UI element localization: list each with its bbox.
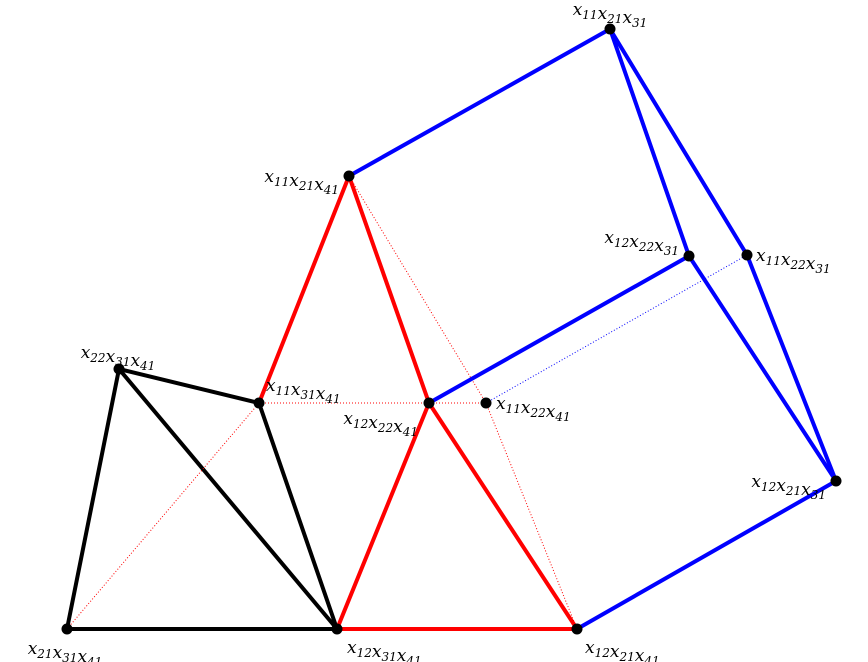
vertex-x22x31x41	[113, 363, 125, 375]
vertex-x11x21x41	[343, 170, 355, 182]
edge-x11x21x41-x11x21x31	[347, 27, 612, 178]
edge-x22x31x41-x11x31x41	[117, 367, 261, 405]
labels-layer: x11x21x31 x11x21x41 x12x22x31 x11x22x31 x22x…	[28, 0, 831, 662]
edge-x12x22x41-x12x21x41	[427, 401, 579, 631]
edge-x11x21x41-x11x22x41	[348, 175, 487, 404]
vertex-label-x11x21x41: x11x21x41	[264, 167, 339, 197]
vertex-label-x11x31x41: x11x31x41	[266, 376, 341, 406]
edge-x12x22x41-x12x31x41	[335, 401, 431, 631]
vertex-x12x21x41	[571, 623, 583, 635]
edge-x11x22x41-x12x21x41	[485, 402, 578, 630]
edge-x11x31x41-x11x21x41	[257, 174, 351, 405]
vertex-x12x21x31	[830, 475, 842, 487]
vertex-x12x22x31	[683, 250, 695, 262]
edge-x22x31x41-x21x31x41	[65, 367, 121, 631]
vertex-label-x11x22x41: x11x22x41	[496, 394, 571, 424]
vertex-label-x11x21x31: x11x21x31	[573, 0, 648, 30]
edges-layer	[65, 27, 838, 631]
vertex-x11x22x31	[741, 249, 753, 261]
edge-x11x31x41-x12x31x41	[257, 401, 339, 631]
vertex-label-x12x22x41: x12x22x41	[343, 409, 418, 439]
vertex-x11x21x31	[604, 23, 616, 35]
edge-x21x31x41-x11x31x41	[66, 402, 260, 630]
edge-x12x21x41-x12x21x31	[575, 479, 838, 631]
nodes-layer	[61, 23, 842, 635]
edge-x11x22x31-x12x21x31	[745, 253, 838, 483]
vertex-x11x22x41	[480, 397, 492, 409]
vertex-label-x22x31x41: x22x31x41	[81, 343, 156, 373]
edge-x22x31x41-x12x31x41	[117, 367, 339, 631]
edge-x11x21x31-x12x22x31	[608, 27, 691, 258]
vertex-label-x12x22x31: x12x22x31	[604, 228, 679, 258]
vertex-x12x31x41	[331, 623, 343, 635]
edge-x11x22x41-x11x22x31	[485, 254, 748, 404]
vertex-label-x12x21x41: x12x21x41	[585, 638, 660, 662]
vertex-x12x22x41	[423, 397, 435, 409]
vertex-x11x31x41	[253, 397, 265, 409]
edge-x12x22x41-x12x22x31	[427, 254, 691, 405]
vertex-label-x21x31x41: x21x31x41	[28, 639, 103, 662]
edge-x11x21x41-x12x22x41	[347, 174, 431, 405]
vertex-label-x12x21x31: x12x21x31	[751, 472, 826, 502]
vertex-x21x31x41	[61, 623, 73, 635]
edge-x12x22x31-x12x21x31	[687, 254, 838, 483]
edge-x11x21x31-x11x22x31	[608, 27, 749, 257]
vertex-label-x12x31x41: x12x31x41	[347, 638, 422, 662]
vertex-label-x11x22x31: x11x22x31	[756, 246, 831, 276]
